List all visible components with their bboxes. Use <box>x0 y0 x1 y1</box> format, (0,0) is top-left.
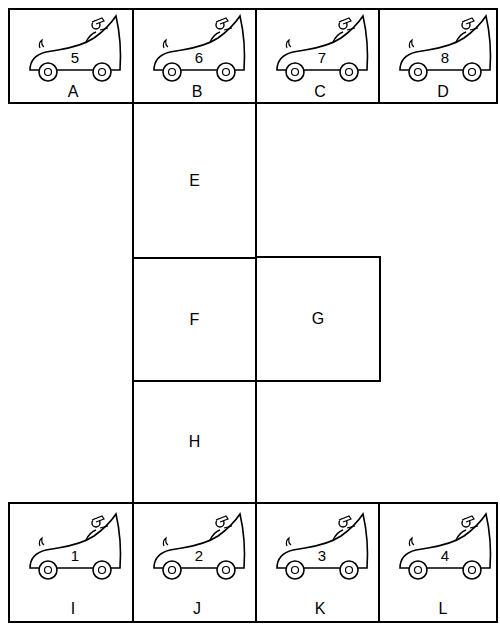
race-car <box>30 514 121 579</box>
grid-square: E <box>132 102 257 259</box>
car-square: 8D <box>378 8 498 104</box>
grid-square: F <box>132 257 257 382</box>
car-number: 6 <box>195 49 203 67</box>
car-number: 1 <box>71 547 79 565</box>
car-number: 3 <box>318 547 326 565</box>
race-car <box>277 514 368 579</box>
race-car <box>30 16 121 81</box>
car-number: 5 <box>71 49 79 67</box>
race-car <box>154 514 245 579</box>
square-letter: E <box>189 172 200 190</box>
race-car <box>400 514 491 579</box>
square-letter: J <box>193 600 201 618</box>
square-letter: B <box>192 83 203 101</box>
car-square: 5A <box>8 8 134 104</box>
race-car <box>400 16 491 81</box>
square-letter: D <box>437 83 449 101</box>
car-square: 2J <box>132 502 257 623</box>
car-number: 8 <box>441 49 449 67</box>
car-square: 3K <box>255 502 380 623</box>
square-letter: H <box>189 433 201 451</box>
square-letter: L <box>439 600 448 618</box>
square-letter: C <box>314 83 326 101</box>
car-number: 4 <box>441 547 449 565</box>
square-letter: K <box>315 600 326 618</box>
square-letter: I <box>71 600 75 618</box>
car-square: 6B <box>132 8 257 104</box>
race-car <box>154 16 245 81</box>
grid-square: H <box>132 380 257 504</box>
grid-square: G <box>255 256 381 382</box>
race-car <box>277 16 368 81</box>
car-square: 7C <box>255 8 380 104</box>
car-square: 4L <box>378 502 498 623</box>
car-number: 2 <box>195 547 203 565</box>
car-square: 1I <box>8 502 134 623</box>
square-letter: A <box>68 83 79 101</box>
car-number: 7 <box>318 49 326 67</box>
square-letter: F <box>190 311 200 329</box>
square-letter: G <box>312 310 324 328</box>
